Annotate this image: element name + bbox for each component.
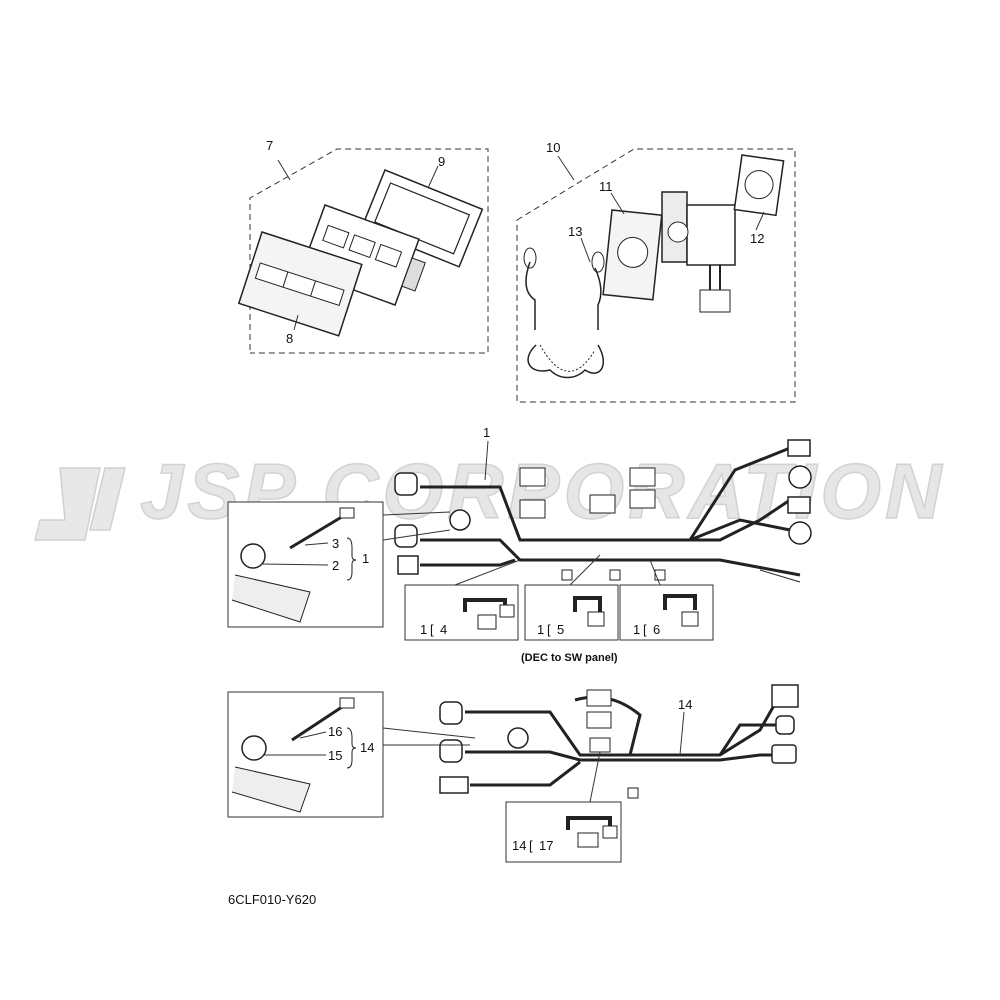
stop-switch-body-part	[661, 191, 736, 313]
callout-14-main: 14	[678, 697, 692, 712]
inset-b-parent: 14	[360, 740, 374, 755]
svg-text:1: 1	[420, 622, 427, 637]
callout-15: 15	[328, 748, 342, 763]
sensor	[507, 727, 529, 749]
connector	[394, 472, 418, 496]
callout-1-main: 1	[483, 425, 490, 440]
connector	[788, 521, 812, 545]
connector	[439, 701, 463, 725]
callout-7: 7	[266, 138, 273, 153]
callout-16: 16	[328, 724, 342, 739]
svg-text:[: [	[643, 622, 647, 637]
inset-harness-17: 14 [ 17	[505, 751, 622, 863]
connector	[771, 684, 799, 708]
connector	[787, 496, 811, 514]
svg-text:[: [	[547, 622, 551, 637]
callout-11: 11	[599, 179, 613, 194]
svg-text:[: [	[430, 622, 434, 637]
connector	[771, 744, 797, 764]
callout-12: 12	[750, 231, 764, 246]
svg-text:1: 1	[633, 622, 640, 637]
diagram-code: 6CLF010-Y620	[228, 892, 316, 907]
svg-text:[: [	[529, 838, 533, 853]
callout-8: 8	[286, 331, 293, 346]
connector	[775, 715, 795, 735]
connector	[439, 776, 469, 794]
callout-4: 4	[440, 622, 447, 637]
svg-text:1: 1	[537, 622, 544, 637]
switch-panel-assembly: 7 9 8	[237, 138, 489, 354]
harness-note: (DEC to SW panel)	[521, 652, 618, 664]
callout-3: 3	[332, 536, 339, 551]
inset-harness-6: 1 [ 6	[619, 559, 714, 641]
connector	[439, 739, 463, 763]
inset-a-parent: 1	[362, 551, 369, 566]
callout-9: 9	[438, 154, 445, 169]
callout-10: 10	[546, 140, 560, 155]
callout-13: 13	[568, 224, 582, 239]
switch-cover-part	[237, 231, 363, 337]
connector	[787, 439, 811, 457]
lanyard-part	[523, 247, 605, 379]
wire-harness-14: 14	[439, 684, 799, 799]
connector	[788, 465, 812, 489]
svg-text:14: 14	[512, 838, 526, 853]
inset-harness-5: 1 [ 5	[524, 554, 619, 641]
callout-5: 5	[557, 622, 564, 637]
callout-2: 2	[332, 558, 339, 573]
inset-harness-4: 1 [ 4	[404, 559, 521, 641]
callout-17: 17	[539, 838, 553, 853]
inset-sensor-14: 16 15 14	[227, 691, 476, 818]
connector	[394, 524, 418, 548]
watermark-logo-icon	[34, 467, 101, 541]
connector	[397, 555, 419, 575]
callout-6: 6	[653, 622, 660, 637]
sensor	[449, 509, 471, 531]
stop-switch-cover-part	[602, 209, 663, 301]
inset-sensor-1: 3 2 1	[227, 501, 451, 628]
stop-switch-gasket-part	[733, 154, 785, 217]
stop-switch-assembly: 10 11 13 12	[516, 140, 796, 403]
